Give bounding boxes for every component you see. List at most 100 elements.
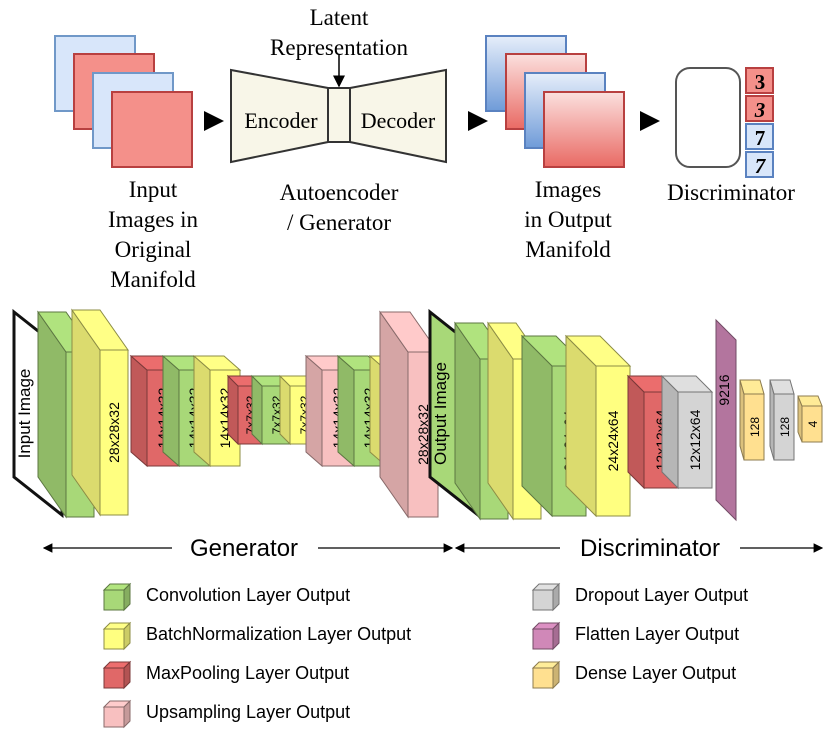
layer-front-face xyxy=(773,393,795,461)
layer-front-face xyxy=(801,405,823,443)
layer-side-face xyxy=(193,354,211,468)
layer-dimension-label: 28x28x32 xyxy=(106,402,122,463)
layer-side-face xyxy=(130,354,148,468)
digit-box-2 xyxy=(745,95,774,122)
latent-label-line1: Latent xyxy=(310,5,369,30)
layer-side-face xyxy=(227,374,239,446)
legend-item-dropout: Dropout Layer Output xyxy=(531,582,748,612)
layer-side-face xyxy=(337,354,355,468)
legend-label: Convolution Layer Output xyxy=(146,585,350,605)
autoencoder-shape xyxy=(230,68,447,164)
legend-item-dense: Dense Layer Output xyxy=(531,660,736,690)
layer-top-face xyxy=(739,379,765,395)
output-caption-3: Manifold xyxy=(525,237,611,262)
digit-4: 7 xyxy=(755,154,767,178)
discriminator-box xyxy=(675,67,741,168)
digit-3: 7 xyxy=(755,126,766,150)
legend-label: Dense Layer Output xyxy=(575,663,736,683)
autoencoder-caption-1: Autoencoder xyxy=(280,180,399,205)
decoder-block xyxy=(349,68,447,164)
layer-dimension-label: 128 xyxy=(748,417,762,437)
legend: Convolution Layer OutputBatchNormalizati… xyxy=(102,582,748,729)
legend-item-pool: MaxPooling Layer Output xyxy=(102,660,349,690)
layer-dense-24: 4 xyxy=(797,395,823,443)
layer-side-face xyxy=(715,318,737,522)
layer-side-face xyxy=(565,334,597,518)
layer-side-face xyxy=(661,374,679,490)
layer-flatten-21: 9216 xyxy=(715,318,737,522)
layer-side-face xyxy=(521,334,553,518)
layer-side-face xyxy=(305,354,323,468)
layer-dimension-label: 4 xyxy=(806,420,820,427)
captions: Input Images in Original Manifold Autoen… xyxy=(108,177,795,292)
layer-dropout-23: 128 xyxy=(769,379,795,461)
input-caption-3: Original xyxy=(115,237,192,262)
layer-dimension-label: 9216 xyxy=(716,374,732,405)
encoder-label: Encoder xyxy=(244,108,318,133)
digit-1: 3 xyxy=(755,70,766,94)
latent-block xyxy=(327,87,351,143)
digit-box-3 xyxy=(745,123,774,150)
decoder-label: Decoder xyxy=(361,108,436,133)
latent-label-line2: Representation xyxy=(270,35,408,60)
layer-stack: Input Image28x2828x28x3228x28x3214x14x32… xyxy=(12,308,823,522)
layer-dense-22: 128 xyxy=(739,379,765,461)
digit-box-4 xyxy=(745,151,774,178)
layer-side-face xyxy=(251,374,263,446)
legend-label: BatchNormalization Layer Output xyxy=(146,624,411,644)
layer-front-face xyxy=(677,391,713,489)
legend-cube-front xyxy=(103,667,125,689)
legend-cube-front xyxy=(103,589,125,611)
input-caption-2: Images in xyxy=(108,207,199,232)
layer-bn-3: 28x28x32 xyxy=(71,308,129,517)
input-caption-1: Input xyxy=(129,177,178,202)
output-image-stack xyxy=(485,35,625,168)
layer-bn-6: 14x14x32 xyxy=(192,354,242,468)
discriminator-caption: Discriminator xyxy=(667,180,795,205)
legend-label: MaxPooling Layer Output xyxy=(146,663,349,683)
layer-front-face xyxy=(743,393,765,461)
layer-bn-18: 24x24x64 xyxy=(564,334,632,518)
layer-dimension-label: 28x28x32 xyxy=(415,404,431,465)
legend-item-bn: BatchNormalization Layer Output xyxy=(102,621,411,651)
layer-side-face xyxy=(162,354,180,468)
legend-cube-front xyxy=(103,628,125,650)
section-markers: Generator Discriminator xyxy=(42,535,824,562)
input-image-label: Input Image xyxy=(15,369,34,459)
legend-label: Upsampling Layer Output xyxy=(146,702,350,722)
legend-label: Dropout Layer Output xyxy=(575,585,748,605)
layer-top-face xyxy=(769,379,795,395)
input-image-stack xyxy=(54,35,193,168)
input-image-4 xyxy=(111,91,193,168)
legend-item-flatten: Flatten Layer Output xyxy=(531,621,739,651)
digit-outputs: 3 3 7 7 xyxy=(745,67,774,178)
legend-cube-front xyxy=(103,706,125,728)
layer-front-face xyxy=(595,365,631,517)
legend-label: Flatten Layer Output xyxy=(575,624,739,644)
autoencoder-caption-2: / Generator xyxy=(287,210,391,235)
discriminator-label: Discriminator xyxy=(580,535,720,562)
layer-top-face xyxy=(797,395,823,407)
legend-cube-front xyxy=(532,628,554,650)
layer-side-face xyxy=(627,374,645,490)
layer-front-face xyxy=(99,349,129,516)
digit-2: 3 xyxy=(754,98,766,122)
output-image-4 xyxy=(543,91,625,168)
legend-item-up: Upsampling Layer Output xyxy=(102,699,350,729)
layer-side-face xyxy=(279,374,291,446)
pipeline-overview: Latent Representation Encoder Decoder xyxy=(54,5,795,292)
digit-box-1 xyxy=(745,67,774,94)
layer-dropout-20: 12x12x64 xyxy=(660,374,714,490)
generator-label: Generator xyxy=(190,535,298,562)
layer-dimension-label: 12x12x64 xyxy=(687,409,703,470)
input-caption-4: Manifold xyxy=(110,267,196,292)
legend-cube-front xyxy=(532,589,554,611)
output-image-label: Output Image xyxy=(431,362,450,465)
legend-cube-front xyxy=(532,667,554,689)
output-caption-1: Images xyxy=(535,177,601,202)
legend-item-conv: Convolution Layer Output xyxy=(102,582,350,612)
layer-dimension-label: 128 xyxy=(778,417,792,437)
output-caption-2: in Output xyxy=(524,207,612,232)
